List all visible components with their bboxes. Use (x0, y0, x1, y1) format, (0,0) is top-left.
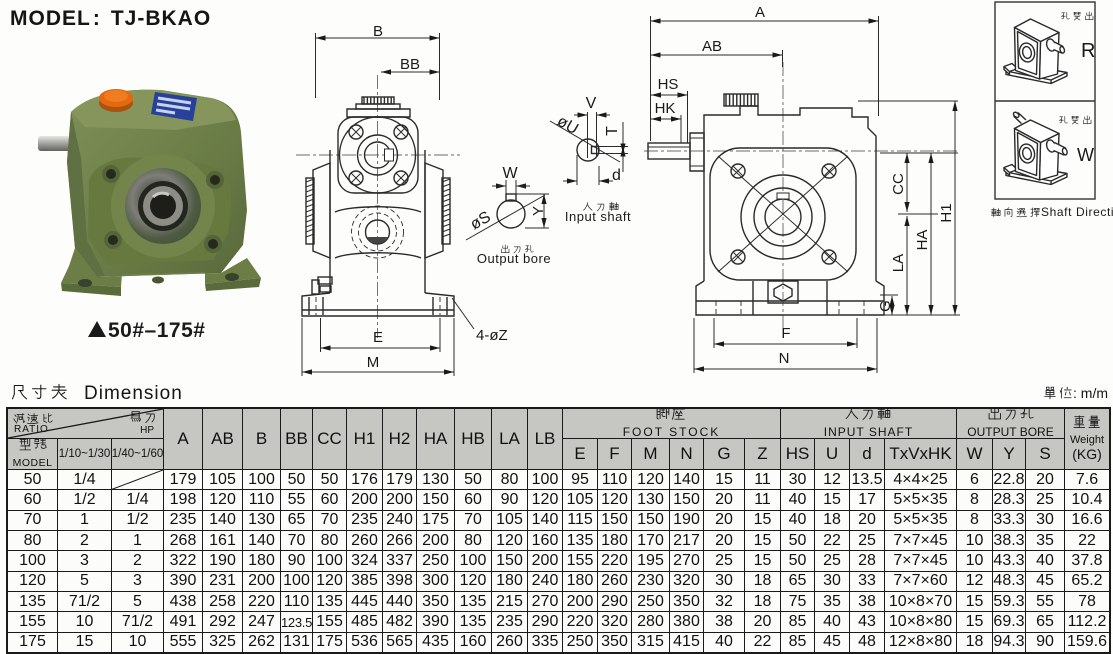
svg-text:HS: HS (658, 76, 679, 93)
svg-text:W: W (502, 165, 518, 182)
svg-text:T: T (604, 126, 621, 136)
svg-text:HK: HK (655, 100, 676, 117)
svg-text:N: N (779, 350, 790, 367)
svg-text:H1: H1 (938, 203, 955, 222)
svg-text:Y: Y (530, 206, 547, 216)
svg-text:HA: HA (914, 230, 931, 251)
svg-text:BB: BB (400, 56, 420, 73)
svg-text:Output bore: Output bore (477, 251, 551, 266)
svg-text:A: A (755, 4, 765, 21)
svg-text:G: G (877, 300, 894, 312)
svg-text:F: F (781, 325, 790, 342)
svg-text:4-øZ: 4-øZ (476, 327, 508, 344)
svg-text:AB: AB (702, 38, 722, 55)
svg-text:CC: CC (890, 173, 907, 195)
svg-text:øS: øS (468, 209, 494, 234)
svg-text:øU: øU (554, 113, 581, 138)
svg-text:d: d (612, 167, 621, 184)
svg-text:B: B (373, 23, 383, 40)
svg-text:Input shaft: Input shaft (565, 209, 631, 224)
svg-text:M: M (367, 354, 380, 371)
svg-text:W: W (1077, 145, 1094, 165)
svg-text:LA: LA (890, 254, 907, 272)
svg-text:Shaft Direction: Shaft Direction (1041, 205, 1113, 219)
svg-text:V: V (586, 95, 597, 112)
svg-text:R: R (1081, 40, 1095, 62)
svg-text:E: E (373, 329, 383, 346)
